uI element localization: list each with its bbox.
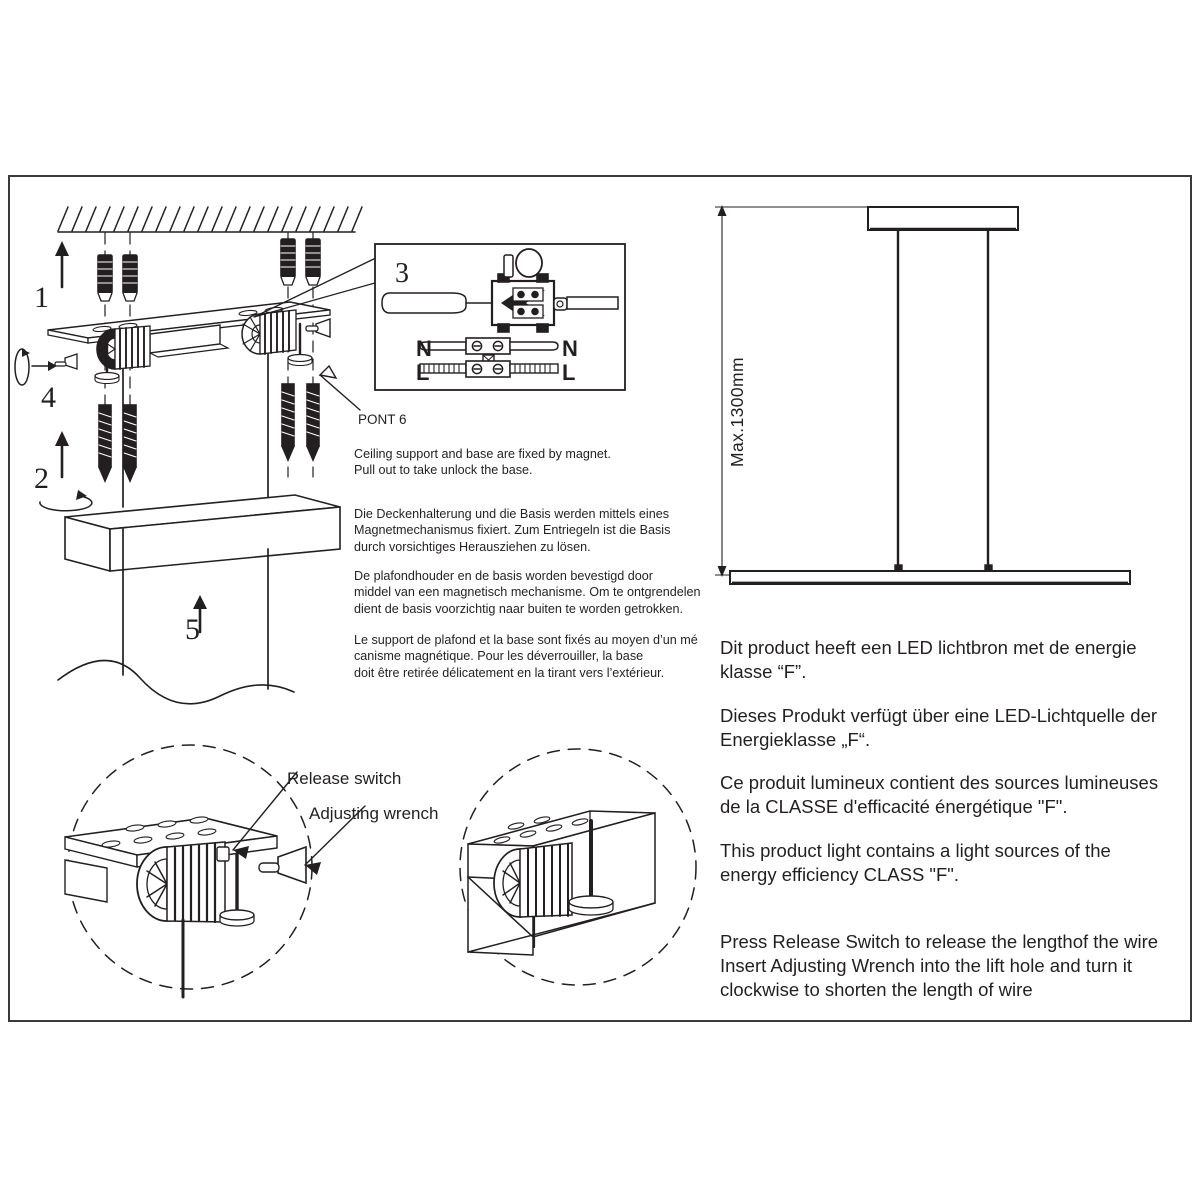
detail-view-drum-housing — [450, 737, 710, 1007]
cable-illustration — [381, 292, 493, 314]
lamp-shade-body — [64, 494, 341, 573]
energy-class-dutch: Dit product heeft een LED lichtbron met … — [720, 637, 1137, 683]
step5-arrow — [193, 595, 207, 634]
detail-box-leader-lines — [253, 254, 383, 318]
instruction-sheet-border: 1 4 2 5 — [8, 175, 1192, 1022]
step4-rotation-symbol — [14, 348, 78, 386]
adjusting-wrench-icon-top — [305, 318, 331, 338]
energy-class-german: Dieses Produkt verfügt über eine LED-Lic… — [720, 705, 1158, 751]
wall-anchor-icon — [97, 238, 321, 302]
adjusting-wrench-label: Adjusting wrench — [309, 804, 439, 823]
release-switch-leader — [232, 771, 298, 859]
lamp-body-bar — [729, 570, 1131, 585]
detail-circle-outline-2 — [459, 748, 697, 986]
wiring-detail-box — [374, 243, 626, 391]
release-switch-label: Release switch — [287, 769, 402, 788]
ceiling-canopy — [867, 206, 1019, 231]
dimension-elevation-drawing — [710, 197, 1131, 597]
wiring-label-right-live: L — [562, 360, 576, 385]
pont-label: PONT 6 — [358, 412, 407, 427]
ceiling-mount-assembly-drawing — [10, 177, 430, 707]
instructions-dutch: De plafondhouder en de basis worden beve… — [354, 569, 701, 616]
wire-winder-drum-left — [96, 325, 151, 370]
step-number-2: 2 — [34, 462, 49, 495]
wiring-label-left-neutral: N — [416, 336, 432, 361]
dimension-arrow-line — [717, 205, 727, 577]
dimension-height-label: Max.1300mm — [727, 356, 747, 467]
mounting-screw-icon — [98, 383, 320, 484]
wiring-schematic — [419, 337, 559, 378]
step-direction-arrow — [55, 241, 69, 479]
instructions-french: Le support de plafond et la base sont fi… — [354, 633, 698, 680]
winder-drum-in-housing — [493, 842, 573, 949]
wiring-label-right-neutral: N — [562, 336, 578, 361]
adjusting-wrench-icon-detail — [258, 845, 307, 885]
energy-class-french: Ce produit lumineux contient des sources… — [720, 772, 1159, 818]
suspension-wire — [122, 353, 269, 508]
instructions-english: Ceiling support and base are fixed by ma… — [354, 447, 611, 478]
lower-suspension-wire — [122, 528, 269, 690]
step-number-3: 3 — [395, 258, 409, 289]
bracket-plate-detail — [64, 816, 278, 903]
release-switch-pin — [216, 846, 255, 927]
wiring-label-left-live: L — [416, 360, 430, 385]
suspension-wires-elevation — [896, 230, 990, 569]
terminal-connector-icon — [490, 248, 568, 333]
step-number-5: 5 — [185, 613, 200, 646]
step-number-1: 1 — [34, 281, 49, 314]
winder-drum-detail — [136, 841, 226, 999]
step2-turn-symbol — [39, 490, 93, 512]
energy-class-english: This product light contains a light sour… — [720, 840, 1111, 886]
operation-instruction-text: Press Release Switch to release the leng… — [720, 931, 1159, 1001]
pont-leader-arrow — [318, 364, 361, 411]
ceiling-hatching — [57, 206, 363, 233]
break-line — [57, 659, 295, 705]
detail-view-release-switch — [64, 732, 465, 1012]
suspension-pin-icon — [94, 322, 313, 385]
support-pin-detail — [568, 819, 614, 916]
step-number-4: 4 — [41, 381, 56, 414]
wire-winder-drum-right — [241, 309, 297, 355]
adjusting-wrench-leader — [304, 805, 366, 875]
instructions-german: Die Deckenhalterung und die Basis werden… — [354, 507, 671, 554]
